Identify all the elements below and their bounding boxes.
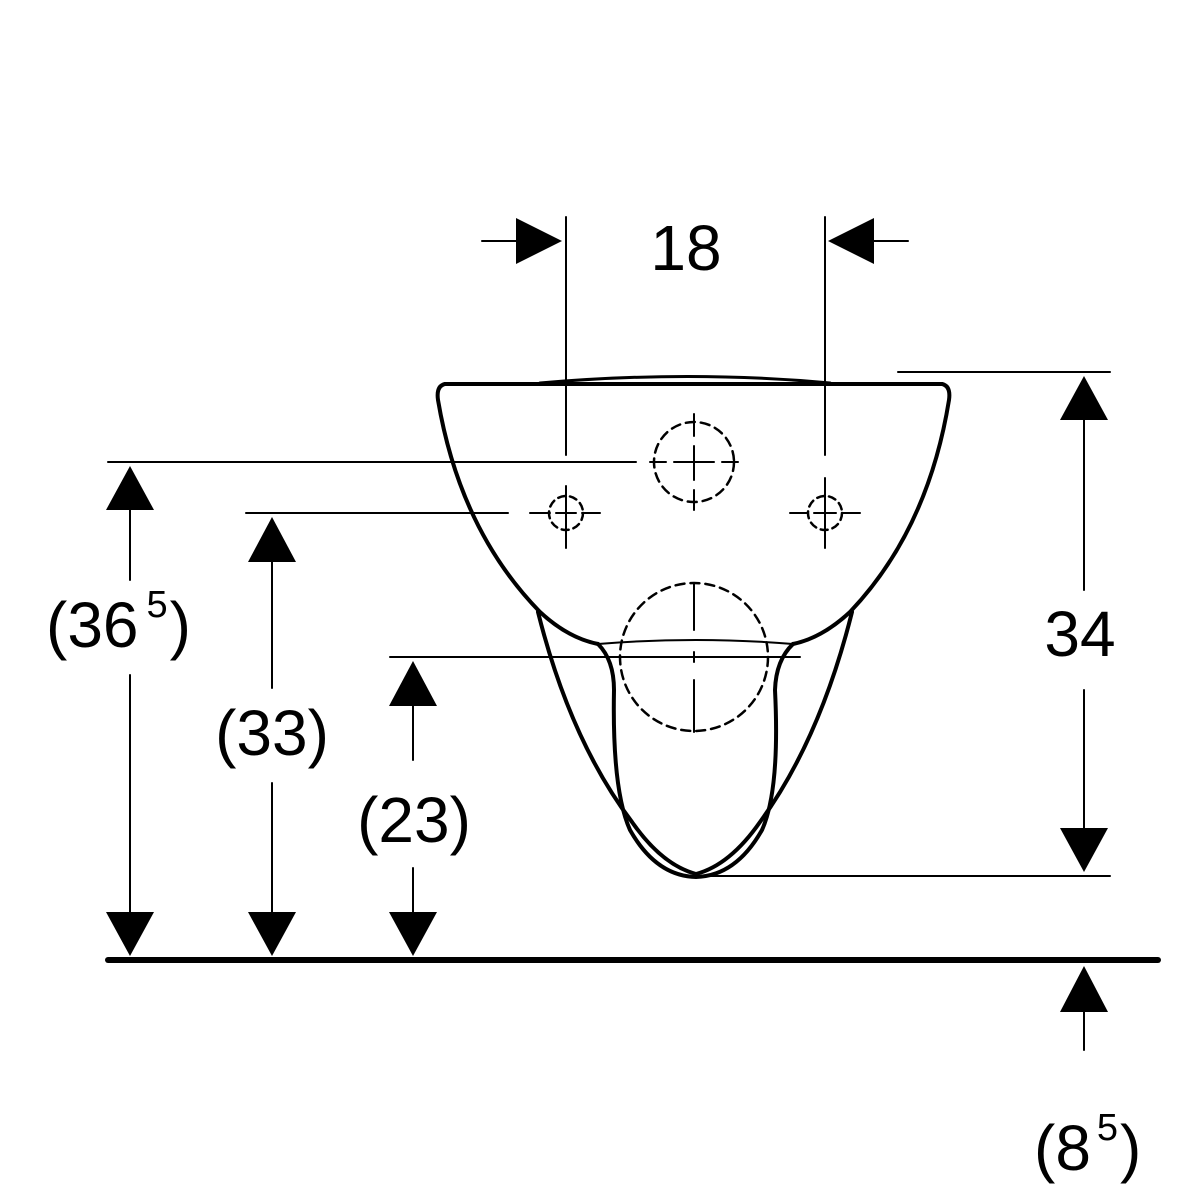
dim-36-5-close: )	[170, 589, 191, 661]
arrow-18-left	[516, 218, 562, 264]
dim-label-23: (23)	[357, 784, 471, 856]
dim-label-34: 34	[1044, 598, 1115, 670]
dim-8-5-close: )	[1120, 1112, 1141, 1184]
bowl-right-side	[791, 382, 952, 646]
arrow-23-down	[389, 912, 437, 956]
extension-lines	[107, 216, 1111, 877]
dim-8-5-main: (8	[1034, 1112, 1091, 1184]
arrow-365-down	[106, 912, 154, 956]
arrow-23-up	[389, 661, 437, 706]
arrow-33-up	[248, 517, 296, 562]
arrow-34-up	[1060, 376, 1108, 420]
arrowheads	[106, 218, 1108, 1012]
arrow-34-down	[1060, 828, 1108, 872]
seat-top-edge	[538, 375, 832, 385]
bowl-seam	[597, 639, 794, 645]
dim-36-5-superscript: 5	[147, 584, 168, 626]
dim-label-18: 18	[650, 212, 721, 284]
arrow-365-up	[106, 466, 154, 510]
dim-8-5-superscript: 5	[1097, 1107, 1118, 1149]
arrow-85-up	[1060, 966, 1108, 1012]
hidden-openings	[547, 420, 844, 733]
dim-label-33: (33)	[215, 697, 329, 769]
toilet-bowl-outline	[435, 375, 952, 879]
foot-outer	[536, 610, 854, 876]
bowl-left-side	[435, 382, 600, 646]
trap-inner	[596, 642, 795, 879]
arrow-18-right	[828, 218, 874, 264]
dim-36-5-main: (36	[46, 589, 139, 661]
dimension-lines	[129, 419, 1085, 1051]
arrow-33-down	[248, 912, 296, 956]
